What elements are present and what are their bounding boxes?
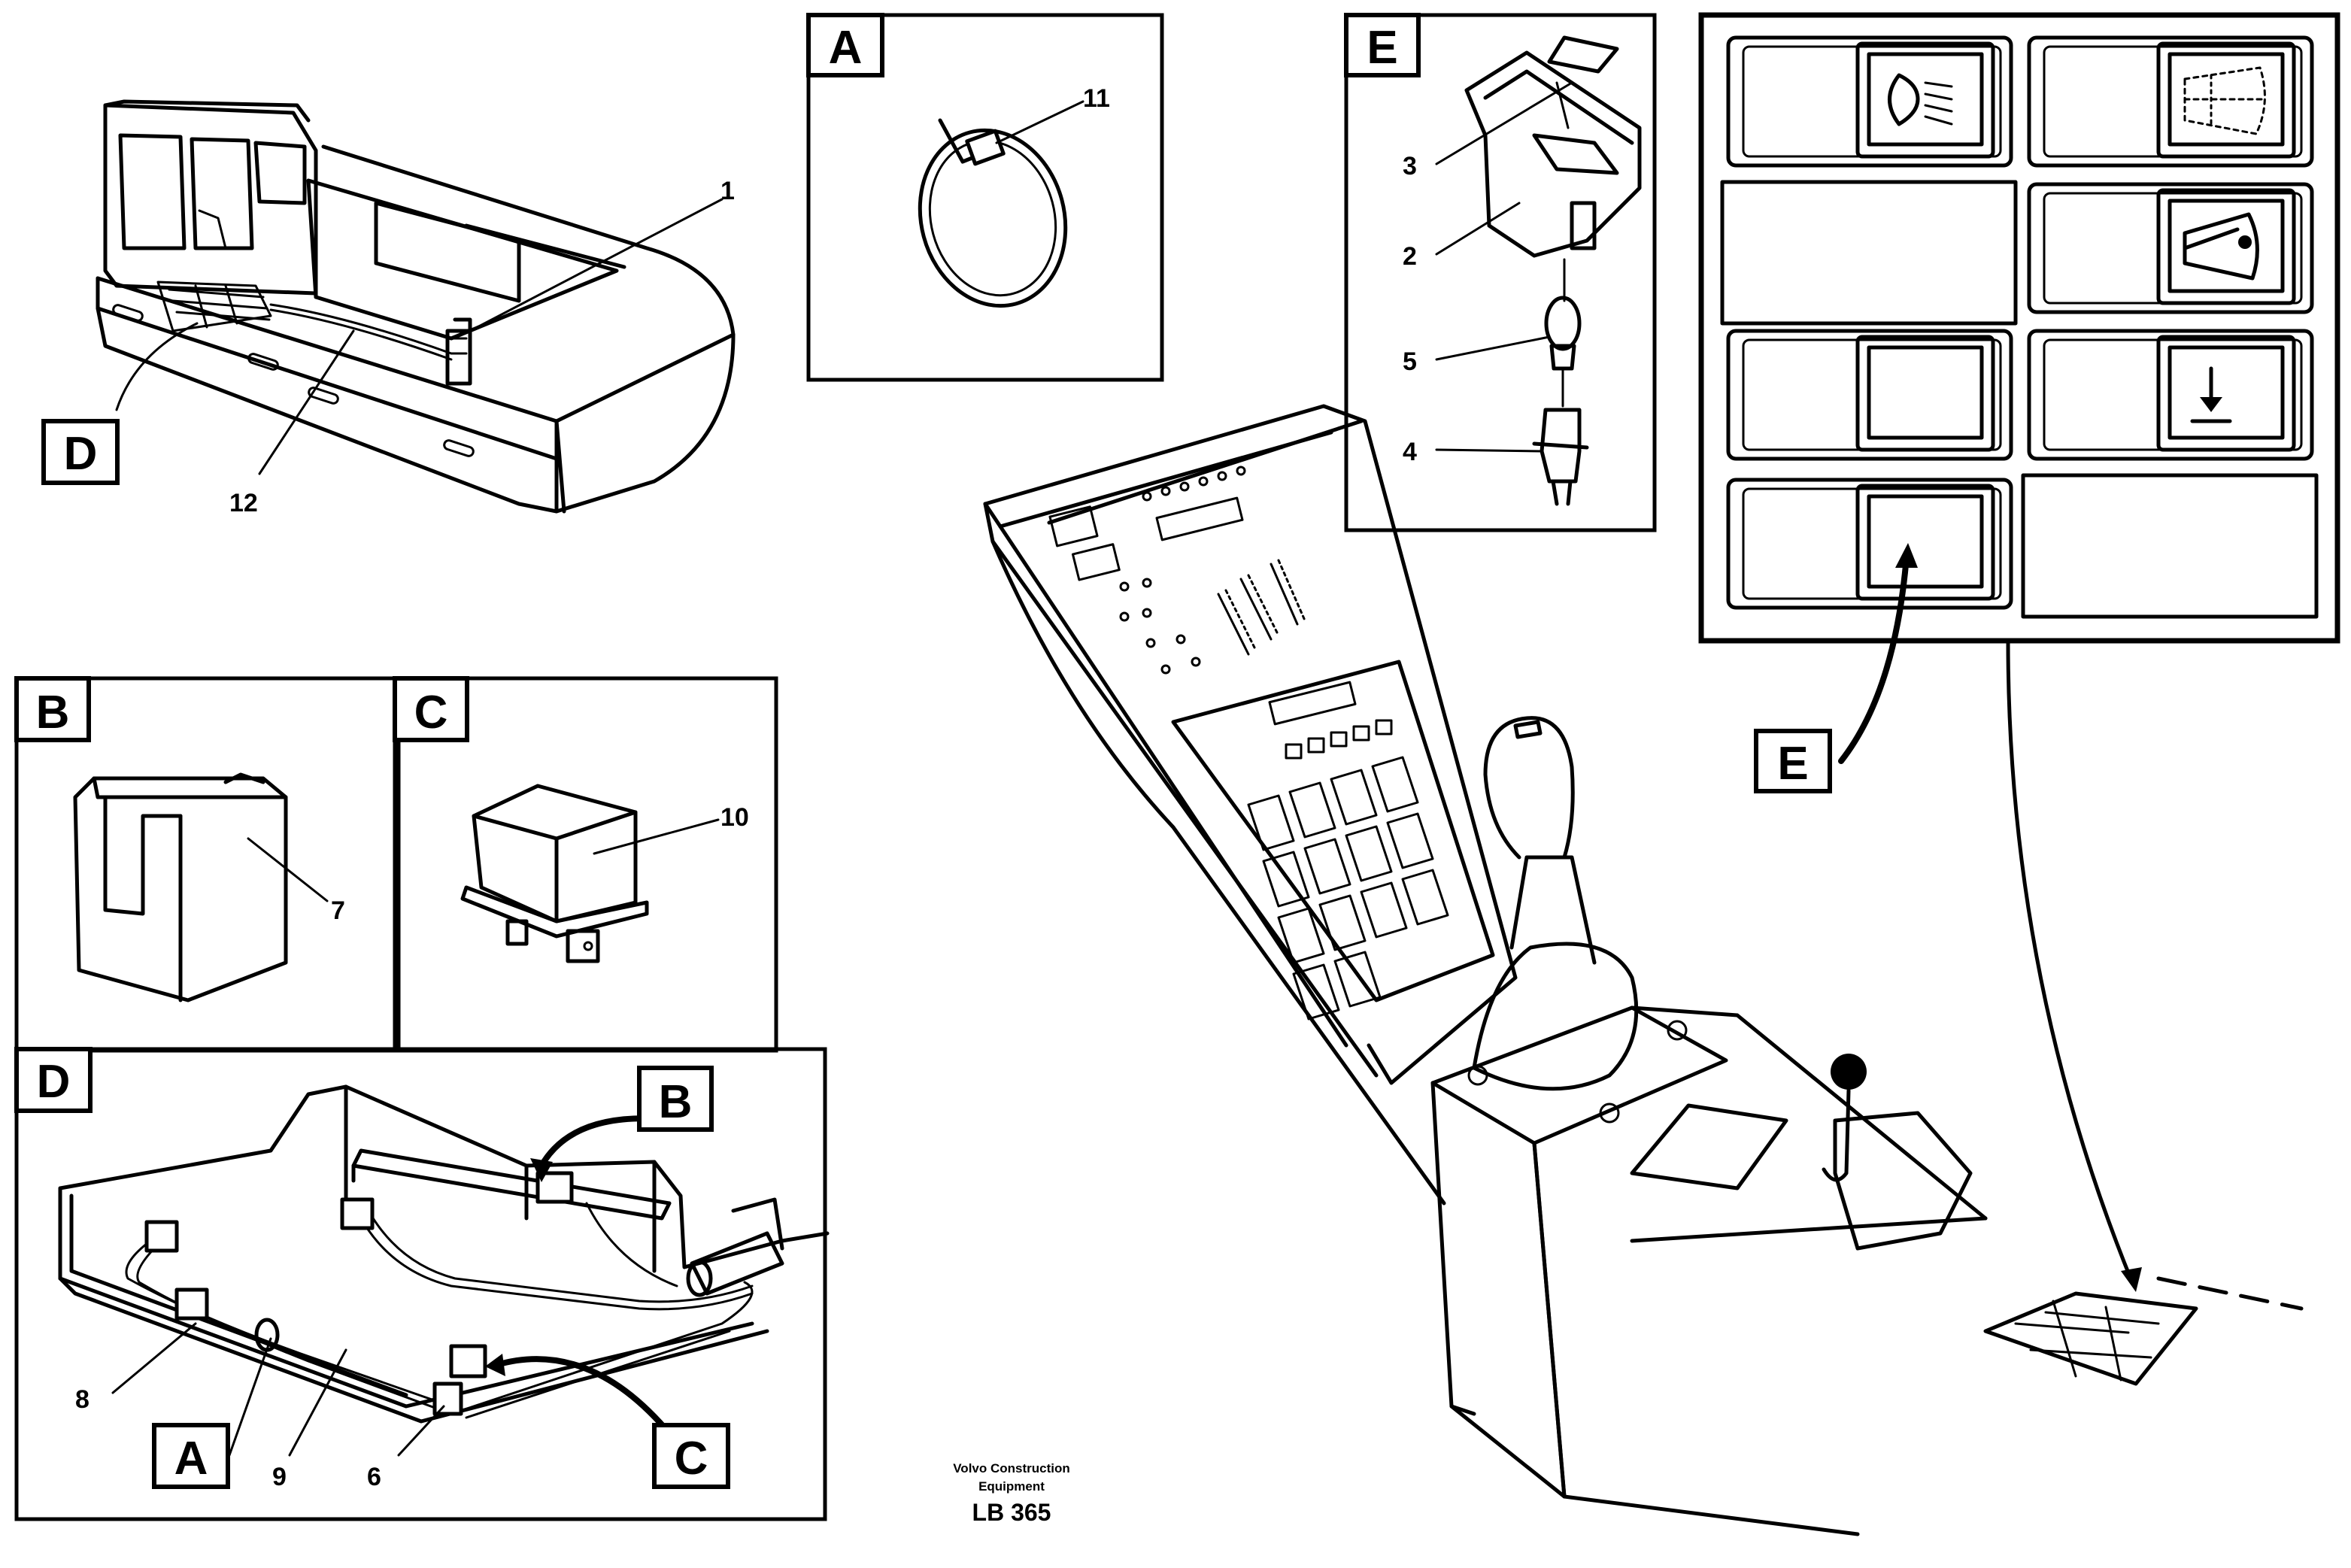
detail-A-panel: A 11 bbox=[806, 13, 1164, 382]
footer-line2: Equipment bbox=[978, 1479, 1045, 1494]
leader-D-overview bbox=[115, 322, 199, 411]
leader-2 bbox=[1435, 202, 1521, 256]
wiper-interval-icon bbox=[2183, 212, 2259, 281]
tag-E-box bbox=[1754, 729, 1832, 793]
wiper-switch[interactable] bbox=[2156, 41, 2296, 159]
callout-11: 11 bbox=[1083, 84, 1110, 113]
tag-E-panel: E bbox=[1367, 22, 1397, 74]
tag-C-detail: C bbox=[675, 1433, 708, 1485]
leader-E-panel-arrow bbox=[1838, 554, 1910, 764]
relay-C-location bbox=[449, 1344, 487, 1378]
tag-A-panel: A bbox=[829, 22, 863, 74]
leader-4 bbox=[1435, 448, 1543, 453]
leader-5 bbox=[1435, 335, 1551, 361]
headlight-switch[interactable] bbox=[1855, 41, 1995, 159]
leader-7 bbox=[247, 837, 329, 902]
tag-A-detail: A bbox=[174, 1433, 208, 1485]
washer-switch[interactable] bbox=[2156, 335, 2296, 452]
lever-knob[interactable] bbox=[1831, 1054, 1867, 1090]
leader-11 bbox=[995, 100, 1084, 144]
wiper-interval-switch[interactable] bbox=[2156, 188, 2296, 305]
leader-A-detail bbox=[228, 1337, 272, 1457]
leader-1 bbox=[469, 198, 724, 332]
leader-10 bbox=[593, 818, 720, 855]
callout-10: 10 bbox=[720, 803, 749, 832]
detail-B-panel: B 7 bbox=[14, 676, 401, 1053]
tag-D-overview-box bbox=[41, 419, 120, 485]
detail-E-panel: E 3 2 5 4 bbox=[1344, 13, 1657, 532]
tag-D-panel: D bbox=[37, 1056, 71, 1108]
callout-7: 7 bbox=[331, 896, 345, 925]
callout-3: 3 bbox=[1403, 152, 1417, 180]
connector-D1 bbox=[144, 1220, 179, 1253]
tag-C-panel: C bbox=[414, 687, 448, 739]
relay-B-location bbox=[535, 1171, 574, 1204]
machine-overview bbox=[96, 99, 736, 514]
detail-D-panel: D 8 bbox=[14, 1047, 830, 1521]
leader-panel-to-console bbox=[2006, 638, 2134, 1284]
callout-9: 9 bbox=[272, 1463, 287, 1491]
headlight-icon bbox=[1888, 73, 1953, 126]
tag-B-detail: B bbox=[659, 1076, 693, 1128]
callout-6: 6 bbox=[367, 1463, 381, 1491]
footer-line1: Volvo Construction bbox=[953, 1461, 1070, 1475]
footer: Volvo Construction Equipment LB 365 bbox=[953, 1461, 1070, 1526]
leader-8 bbox=[111, 1322, 197, 1394]
wiper-icon bbox=[2183, 66, 2266, 135]
callout-2: 2 bbox=[1403, 242, 1417, 271]
callout-4: 4 bbox=[1403, 438, 1417, 466]
tag-D-overview: D bbox=[64, 428, 98, 480]
leader-3 bbox=[1435, 81, 1573, 165]
detail-C-panel: C 10 bbox=[393, 676, 778, 1053]
leader-9 bbox=[288, 1348, 347, 1457]
operator-console bbox=[983, 404, 2304, 1536]
footer-code: LB 365 bbox=[972, 1499, 1051, 1526]
blank-switch-1[interactable] bbox=[1855, 335, 1995, 452]
leader-12 bbox=[258, 329, 355, 475]
tag-B-panel: B bbox=[36, 687, 70, 739]
arrow-down-bar-icon bbox=[2190, 366, 2232, 423]
callout-1: 1 bbox=[720, 177, 735, 205]
leader-C-arrow bbox=[493, 1356, 669, 1432]
switch-panel bbox=[1698, 12, 2340, 764]
leader-6 bbox=[397, 1405, 445, 1457]
callout-12: 12 bbox=[229, 489, 258, 517]
tag-E: E bbox=[1777, 738, 1808, 790]
highlighted-switch[interactable] bbox=[1855, 484, 1995, 601]
callout-8: 8 bbox=[75, 1385, 89, 1414]
callout-5: 5 bbox=[1403, 347, 1417, 376]
